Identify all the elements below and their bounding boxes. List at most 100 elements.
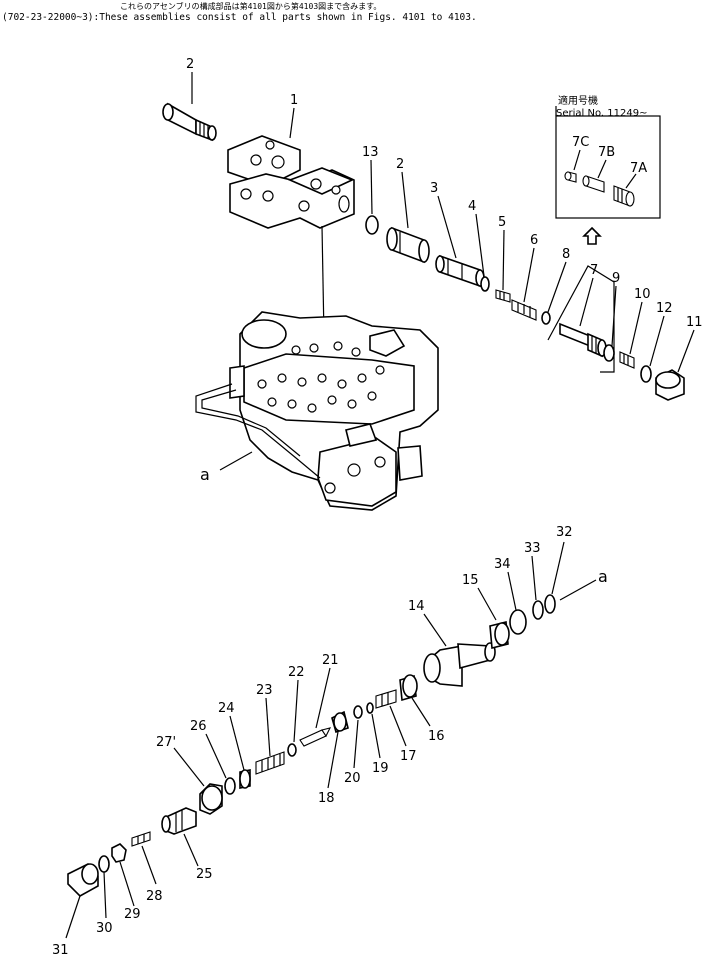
callout-21: 21 bbox=[322, 653, 339, 668]
part-15-fitting bbox=[489, 620, 510, 650]
leader-a-upper bbox=[219, 451, 253, 471]
callout-9: 9 bbox=[612, 271, 620, 286]
reference-a-upper: a bbox=[200, 465, 210, 484]
leader-5 bbox=[502, 229, 505, 291]
callout-2-right: 2 bbox=[396, 157, 404, 172]
leader-20 bbox=[353, 719, 359, 769]
callout-24: 24 bbox=[218, 701, 235, 716]
callout-22: 22 bbox=[288, 665, 305, 680]
callout-10: 10 bbox=[634, 287, 651, 302]
part-34-o-ring bbox=[509, 609, 527, 635]
callout-8: 8 bbox=[562, 247, 570, 262]
callout-19: 19 bbox=[372, 761, 389, 776]
callout-31: 31 bbox=[52, 943, 69, 955]
part-17-spring bbox=[375, 689, 397, 709]
part-32-ring bbox=[544, 594, 556, 614]
part-26-ring bbox=[224, 777, 236, 795]
leader-25 bbox=[183, 833, 199, 867]
callout-3: 3 bbox=[430, 181, 438, 196]
callout-1: 1 bbox=[290, 93, 298, 108]
part-25-valve-body bbox=[161, 807, 197, 835]
leader-31 bbox=[65, 895, 81, 939]
leader-24 bbox=[229, 715, 245, 771]
leader-29 bbox=[119, 861, 135, 907]
part-7-valve bbox=[559, 322, 607, 358]
part-13-o-ring bbox=[365, 215, 379, 235]
reference-a-lower: a bbox=[598, 567, 608, 586]
callout-11: 11 bbox=[686, 315, 703, 330]
part-31-cap bbox=[67, 863, 99, 897]
callout-4: 4 bbox=[468, 199, 476, 214]
leader-28 bbox=[141, 845, 157, 885]
leader-7 bbox=[579, 277, 594, 327]
part-1-cover-block bbox=[227, 135, 355, 229]
leader-21 bbox=[315, 667, 331, 729]
leader-22 bbox=[293, 679, 299, 743]
callout-20: 20 bbox=[344, 771, 361, 786]
part-3-spool bbox=[435, 254, 485, 288]
header-japanese-note: これらのアセンブリの構成部品は第4101図から第4103図まで含みます。 bbox=[120, 2, 382, 11]
leader-2-right bbox=[401, 171, 409, 229]
part-2-valve bbox=[386, 226, 430, 264]
callout-6: 6 bbox=[530, 233, 538, 248]
part-20-ring bbox=[353, 705, 363, 719]
leader-14 bbox=[423, 613, 447, 647]
part-29-nut bbox=[111, 843, 127, 863]
part-6-spring bbox=[511, 299, 537, 321]
inset-serial: Serial No. 11249~ bbox=[556, 108, 647, 119]
leader-17 bbox=[389, 705, 407, 747]
part-22-ring bbox=[287, 743, 297, 757]
callout-33: 33 bbox=[524, 541, 541, 556]
callout-29: 29 bbox=[124, 907, 141, 922]
leader-13 bbox=[370, 159, 373, 215]
leader-16 bbox=[411, 697, 431, 727]
part-11-plug bbox=[655, 369, 685, 401]
callout-12: 12 bbox=[656, 301, 673, 316]
part-28-spring bbox=[131, 831, 151, 847]
callout-32: 32 bbox=[556, 525, 573, 540]
part-27-nut bbox=[199, 783, 223, 815]
leader-30 bbox=[103, 871, 107, 919]
part-33-ring bbox=[532, 600, 544, 620]
callout-7a: 7A bbox=[630, 161, 647, 176]
callout-7b: 7B bbox=[598, 145, 615, 160]
control-valve-body bbox=[195, 311, 439, 511]
callout-15: 15 bbox=[462, 573, 479, 588]
part-5-spring bbox=[495, 289, 511, 303]
leader-33 bbox=[531, 555, 537, 601]
inset-title-jp: 適用号機 bbox=[558, 94, 598, 107]
part-9-ring bbox=[603, 344, 615, 362]
callout-5: 5 bbox=[498, 215, 506, 230]
leader-3 bbox=[437, 195, 457, 259]
callout-17: 17 bbox=[400, 749, 417, 764]
part-7-bracket bbox=[547, 265, 615, 373]
leader-9 bbox=[611, 285, 617, 347]
header-english-note: (702-23-22000~3):These assemblies consis… bbox=[2, 12, 477, 23]
serial-inset-box bbox=[555, 106, 661, 219]
leader-23 bbox=[265, 697, 271, 757]
part-24-spacer bbox=[239, 769, 251, 789]
leader-4 bbox=[475, 213, 485, 277]
part-30-ring bbox=[98, 855, 110, 873]
part-8-ring bbox=[541, 311, 551, 325]
callout-7: 7 bbox=[590, 263, 598, 278]
callout-30: 30 bbox=[96, 921, 113, 936]
part-19-ring bbox=[366, 702, 374, 714]
callout-28: 28 bbox=[146, 889, 163, 904]
leader-1 bbox=[289, 107, 295, 139]
callout-34: 34 bbox=[494, 557, 511, 572]
leader-6 bbox=[523, 247, 535, 303]
part-4-ring bbox=[480, 276, 490, 292]
arrow-up-icon bbox=[582, 226, 602, 245]
part-14-valve-body bbox=[423, 642, 496, 687]
leader-12 bbox=[649, 315, 665, 367]
leader-11 bbox=[677, 329, 695, 373]
part-21-poppet bbox=[299, 727, 332, 747]
leader-8 bbox=[547, 261, 567, 313]
callout-13: 13 bbox=[362, 145, 379, 160]
leader-a-lower bbox=[559, 579, 597, 601]
callout-25: 25 bbox=[196, 867, 213, 882]
callout-7c: 7C bbox=[572, 135, 589, 150]
callout-14: 14 bbox=[408, 599, 425, 614]
